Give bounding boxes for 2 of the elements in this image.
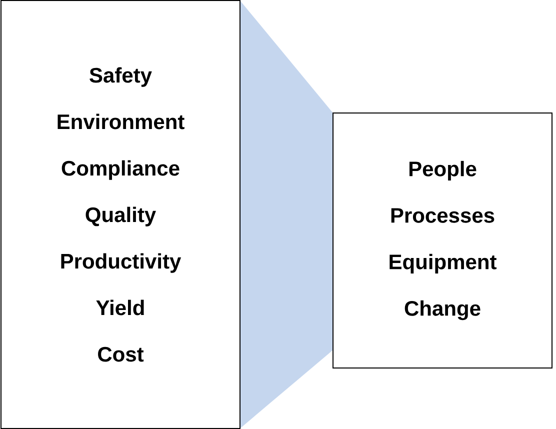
list-box: Safety Environment Compliance Quality Productivity Yield Cost	[0, 0, 240, 429]
list-box: People Processes Equipment Change	[332, 112, 552, 368]
